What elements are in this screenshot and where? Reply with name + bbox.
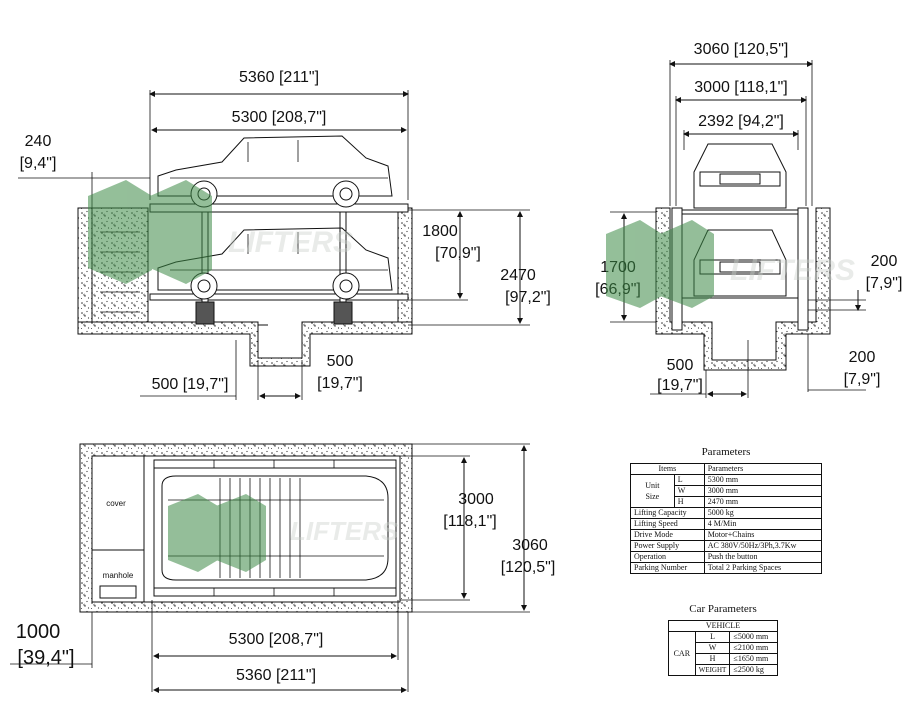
dim-side-total-height-in: [97,2"] — [505, 289, 551, 306]
param-value: 5000 kg — [703, 507, 823, 519]
param-value: Motor+Chains — [703, 529, 823, 541]
car-key: W — [694, 642, 731, 654]
size-value: 2470 mm — [703, 496, 823, 508]
car-table-header: VEHICLE — [668, 620, 778, 632]
dim-side-edge-gap-in: [9,4"] — [20, 155, 57, 172]
table-row: CAR L ≤5000 mm — [668, 631, 778, 676]
dim-side-total-height-mm: 2470 — [500, 267, 536, 284]
dim-front-side-gap-bottom-mm: 200 — [849, 349, 876, 366]
dim-side-platform-length: 5300 [208,7"] — [232, 109, 327, 126]
front-view: 3060 [120,5"] 3000 [118,1"] 2392 [94,2"]… — [595, 41, 902, 398]
watermark-text-front: LIFTERS — [730, 254, 855, 287]
watermark-text-plan: LIFTERS — [290, 516, 399, 546]
watermark-side: LIFTERS — [88, 180, 353, 284]
dim-front-pit-width-mm: 500 — [667, 357, 694, 374]
plan-manhole-label: manhole — [103, 571, 134, 580]
dim-front-side-gap-bottom-in: [7,9"] — [844, 371, 881, 388]
param-key: Operation — [630, 551, 705, 563]
car-value: ≤2100 mm — [729, 642, 778, 654]
size-key: L — [673, 474, 705, 486]
dim-plan-side-in: [39,4"] — [17, 647, 74, 669]
table-row: Drive Mode Motor+Chains — [630, 529, 823, 541]
car-plan — [161, 475, 389, 581]
size-value: 5300 mm — [703, 474, 823, 486]
table-row: VEHICLE — [668, 620, 778, 632]
watermark-text-side: LIFTERS — [228, 226, 353, 259]
car-lower-side — [157, 227, 393, 300]
dim-plan-platform-length: 5300 [208,7"] — [229, 631, 324, 648]
plan-view: cover manhole 3000 [118,1"] 3060 [120,5"… — [10, 443, 556, 693]
table-header-items: Items — [630, 463, 705, 475]
dim-plan-total-width-mm: 3060 — [512, 537, 548, 554]
table-row: Parking Number Total 2 Parking Spaces — [630, 562, 823, 574]
car-key: L — [694, 631, 731, 643]
car-value: ≤5000 mm — [729, 631, 778, 643]
size-key: H — [673, 496, 705, 508]
plan-cover-label: cover — [106, 499, 126, 508]
size-key: W — [673, 485, 705, 497]
param-value: Total 2 Parking Spaces — [703, 562, 823, 574]
dim-side-pit-width-in: [19,7"] — [317, 375, 363, 392]
unit-size-label: Unit Size — [630, 474, 675, 508]
dim-front-side-gap-top-mm: 200 — [871, 253, 898, 270]
dim-front-total-width: 3060 [120,5"] — [694, 41, 789, 58]
car-key: WEIGHT — [694, 664, 731, 676]
watermark-plan: LIFTERS — [168, 494, 399, 572]
dim-front-pit-width-in: [19,7"] — [657, 377, 703, 394]
dim-front-inner-width: 3000 [118,1"] — [694, 79, 787, 96]
dim-front-side-gap-top-in: [7,9"] — [866, 275, 903, 292]
param-value: Push the button — [703, 551, 823, 563]
table-row: WEIGHT ≤2500 kg — [669, 664, 778, 676]
param-key: Lifting Speed — [630, 518, 705, 530]
dim-plan-inner-width-in: [118,1"] — [443, 513, 496, 530]
car-group-label: CAR — [668, 631, 696, 676]
param-key: Lifting Capacity — [630, 507, 705, 519]
dim-plan-total-length: 5360 [211"] — [236, 667, 316, 684]
dim-side-upper-height-mm: 1800 — [422, 223, 458, 240]
watermark-front: LIFTERS — [606, 220, 855, 308]
car-value: ≤1650 mm — [729, 653, 778, 665]
car-upper-front — [693, 143, 787, 209]
car-value: ≤2500 kg — [729, 664, 778, 676]
param-value: AC 380V/50Hz/3Ph,3.7Kw — [703, 540, 823, 552]
table-row: Operation Push the button — [630, 551, 823, 563]
table-header-params: Parameters — [703, 463, 823, 475]
dim-side-edge-gap-mm: 240 — [25, 133, 52, 150]
table-row: Items Parameters — [630, 463, 823, 475]
param-key: Power Supply — [630, 540, 705, 552]
dim-plan-inner-width-mm: 3000 — [458, 491, 494, 508]
dim-plan-total-width-in: [120,5"] — [501, 559, 556, 576]
param-key: Drive Mode — [630, 529, 705, 541]
table-row: H ≤1650 mm — [669, 653, 778, 665]
car-parameters-table: VEHICLE CAR L ≤5000 mm W ≤2100 mm H ≤165… — [668, 620, 778, 676]
dim-front-platform-width: 2392 [94,2"] — [698, 113, 784, 130]
size-value: 3000 mm — [703, 485, 823, 497]
table-row: Power Supply AC 380V/50Hz/3Ph,3.7Kw — [630, 540, 823, 552]
dim-side-pit-left: 500 [19,7"] — [152, 376, 229, 393]
dim-side-pit-width-mm: 500 — [327, 353, 354, 370]
table-row: Lifting Speed 4 M/Min — [630, 518, 823, 530]
dim-plan-side-mm: 1000 — [16, 621, 61, 643]
unit-size-label-1: Unit — [645, 481, 660, 490]
car-parameters-title: Car Parameters — [689, 603, 757, 615]
parameters-table: Items Parameters Unit Size L 5300 mm W 3… — [630, 463, 823, 574]
unit-size-label-2: Size — [645, 492, 660, 501]
param-key: Parking Number — [630, 562, 705, 574]
table-row: Unit Size L 5300 mm — [630, 474, 823, 508]
param-value: 4 M/Min — [703, 518, 823, 530]
dim-side-total-length: 5360 [211"] — [239, 69, 319, 86]
table-row: Lifting Capacity 5000 kg — [630, 507, 823, 519]
car-key: H — [694, 653, 731, 665]
parameters-title: Parameters — [701, 446, 751, 458]
dim-side-upper-height-in: [70,9"] — [435, 245, 481, 262]
